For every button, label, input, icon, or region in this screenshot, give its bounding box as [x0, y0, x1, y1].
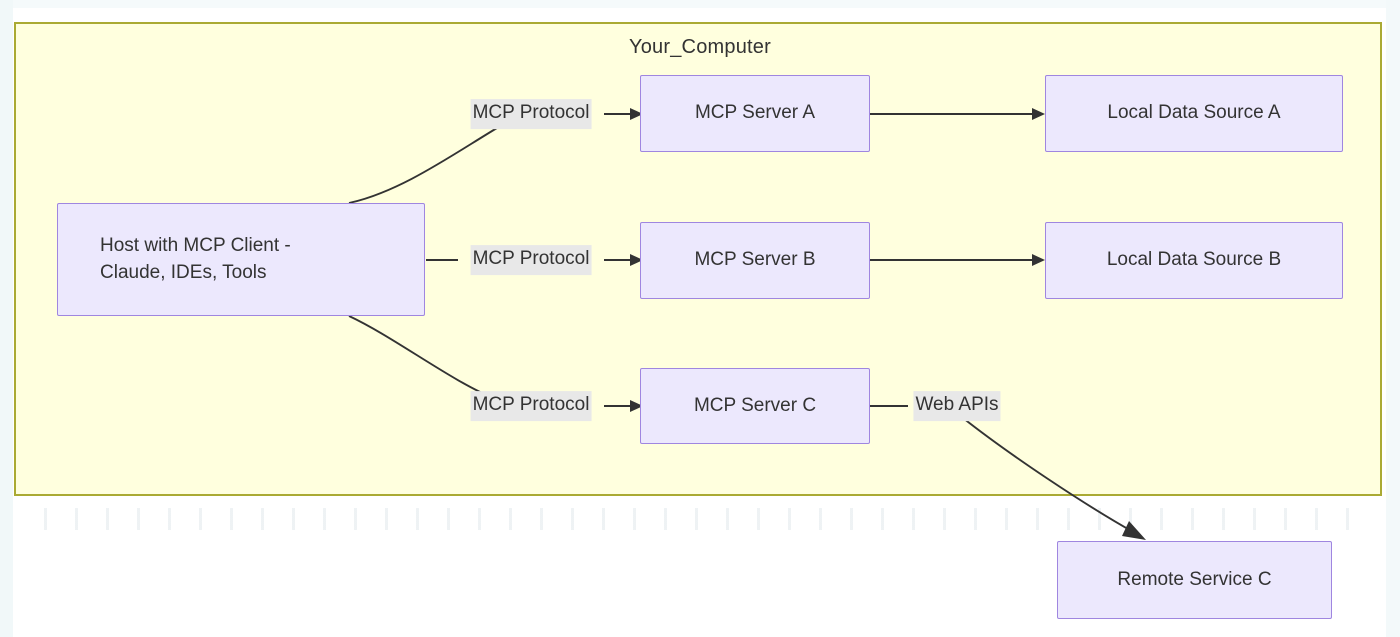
edge-label-mcp-protocol-b: MCP Protocol [470, 245, 592, 275]
subgraph-title: Your_Computer [629, 36, 771, 58]
page-edge-left [0, 0, 13, 637]
node-host-with-mcp-client[interactable]: Host with MCP Client - Claude, IDEs, Too… [57, 203, 425, 316]
node-local-data-source-b-label: Local Data Source B [1106, 249, 1282, 271]
edge-label-mcp-protocol-c: MCP Protocol [470, 391, 592, 421]
node-local-data-source-a[interactable]: Local Data Source A [1045, 75, 1343, 152]
edge-label-web-apis: Web APIs [913, 391, 1001, 421]
node-mcp-server-a[interactable]: MCP Server A [640, 75, 870, 152]
node-host-label: Host with MCP Client - Claude, IDEs, Too… [100, 234, 291, 283]
node-mcp-server-b[interactable]: MCP Server B [640, 222, 870, 299]
node-mcp-server-b-label: MCP Server B [694, 249, 816, 271]
node-remote-service-c-label: Remote Service C [1117, 568, 1272, 590]
page-edge-top [0, 0, 1400, 8]
node-mcp-server-c[interactable]: MCP Server C [640, 368, 870, 444]
node-remote-service-c[interactable]: Remote Service C [1057, 541, 1332, 619]
edge-label-mcp-protocol-a: MCP Protocol [470, 99, 592, 129]
node-mcp-server-c-label: MCP Server C [693, 394, 817, 416]
node-local-data-source-b[interactable]: Local Data Source B [1045, 222, 1343, 299]
page-edge-right [1386, 0, 1400, 637]
node-mcp-server-a-label: MCP Server A [694, 102, 816, 124]
background-texture [30, 508, 1370, 530]
node-local-data-source-a-label: Local Data Source A [1107, 102, 1281, 124]
